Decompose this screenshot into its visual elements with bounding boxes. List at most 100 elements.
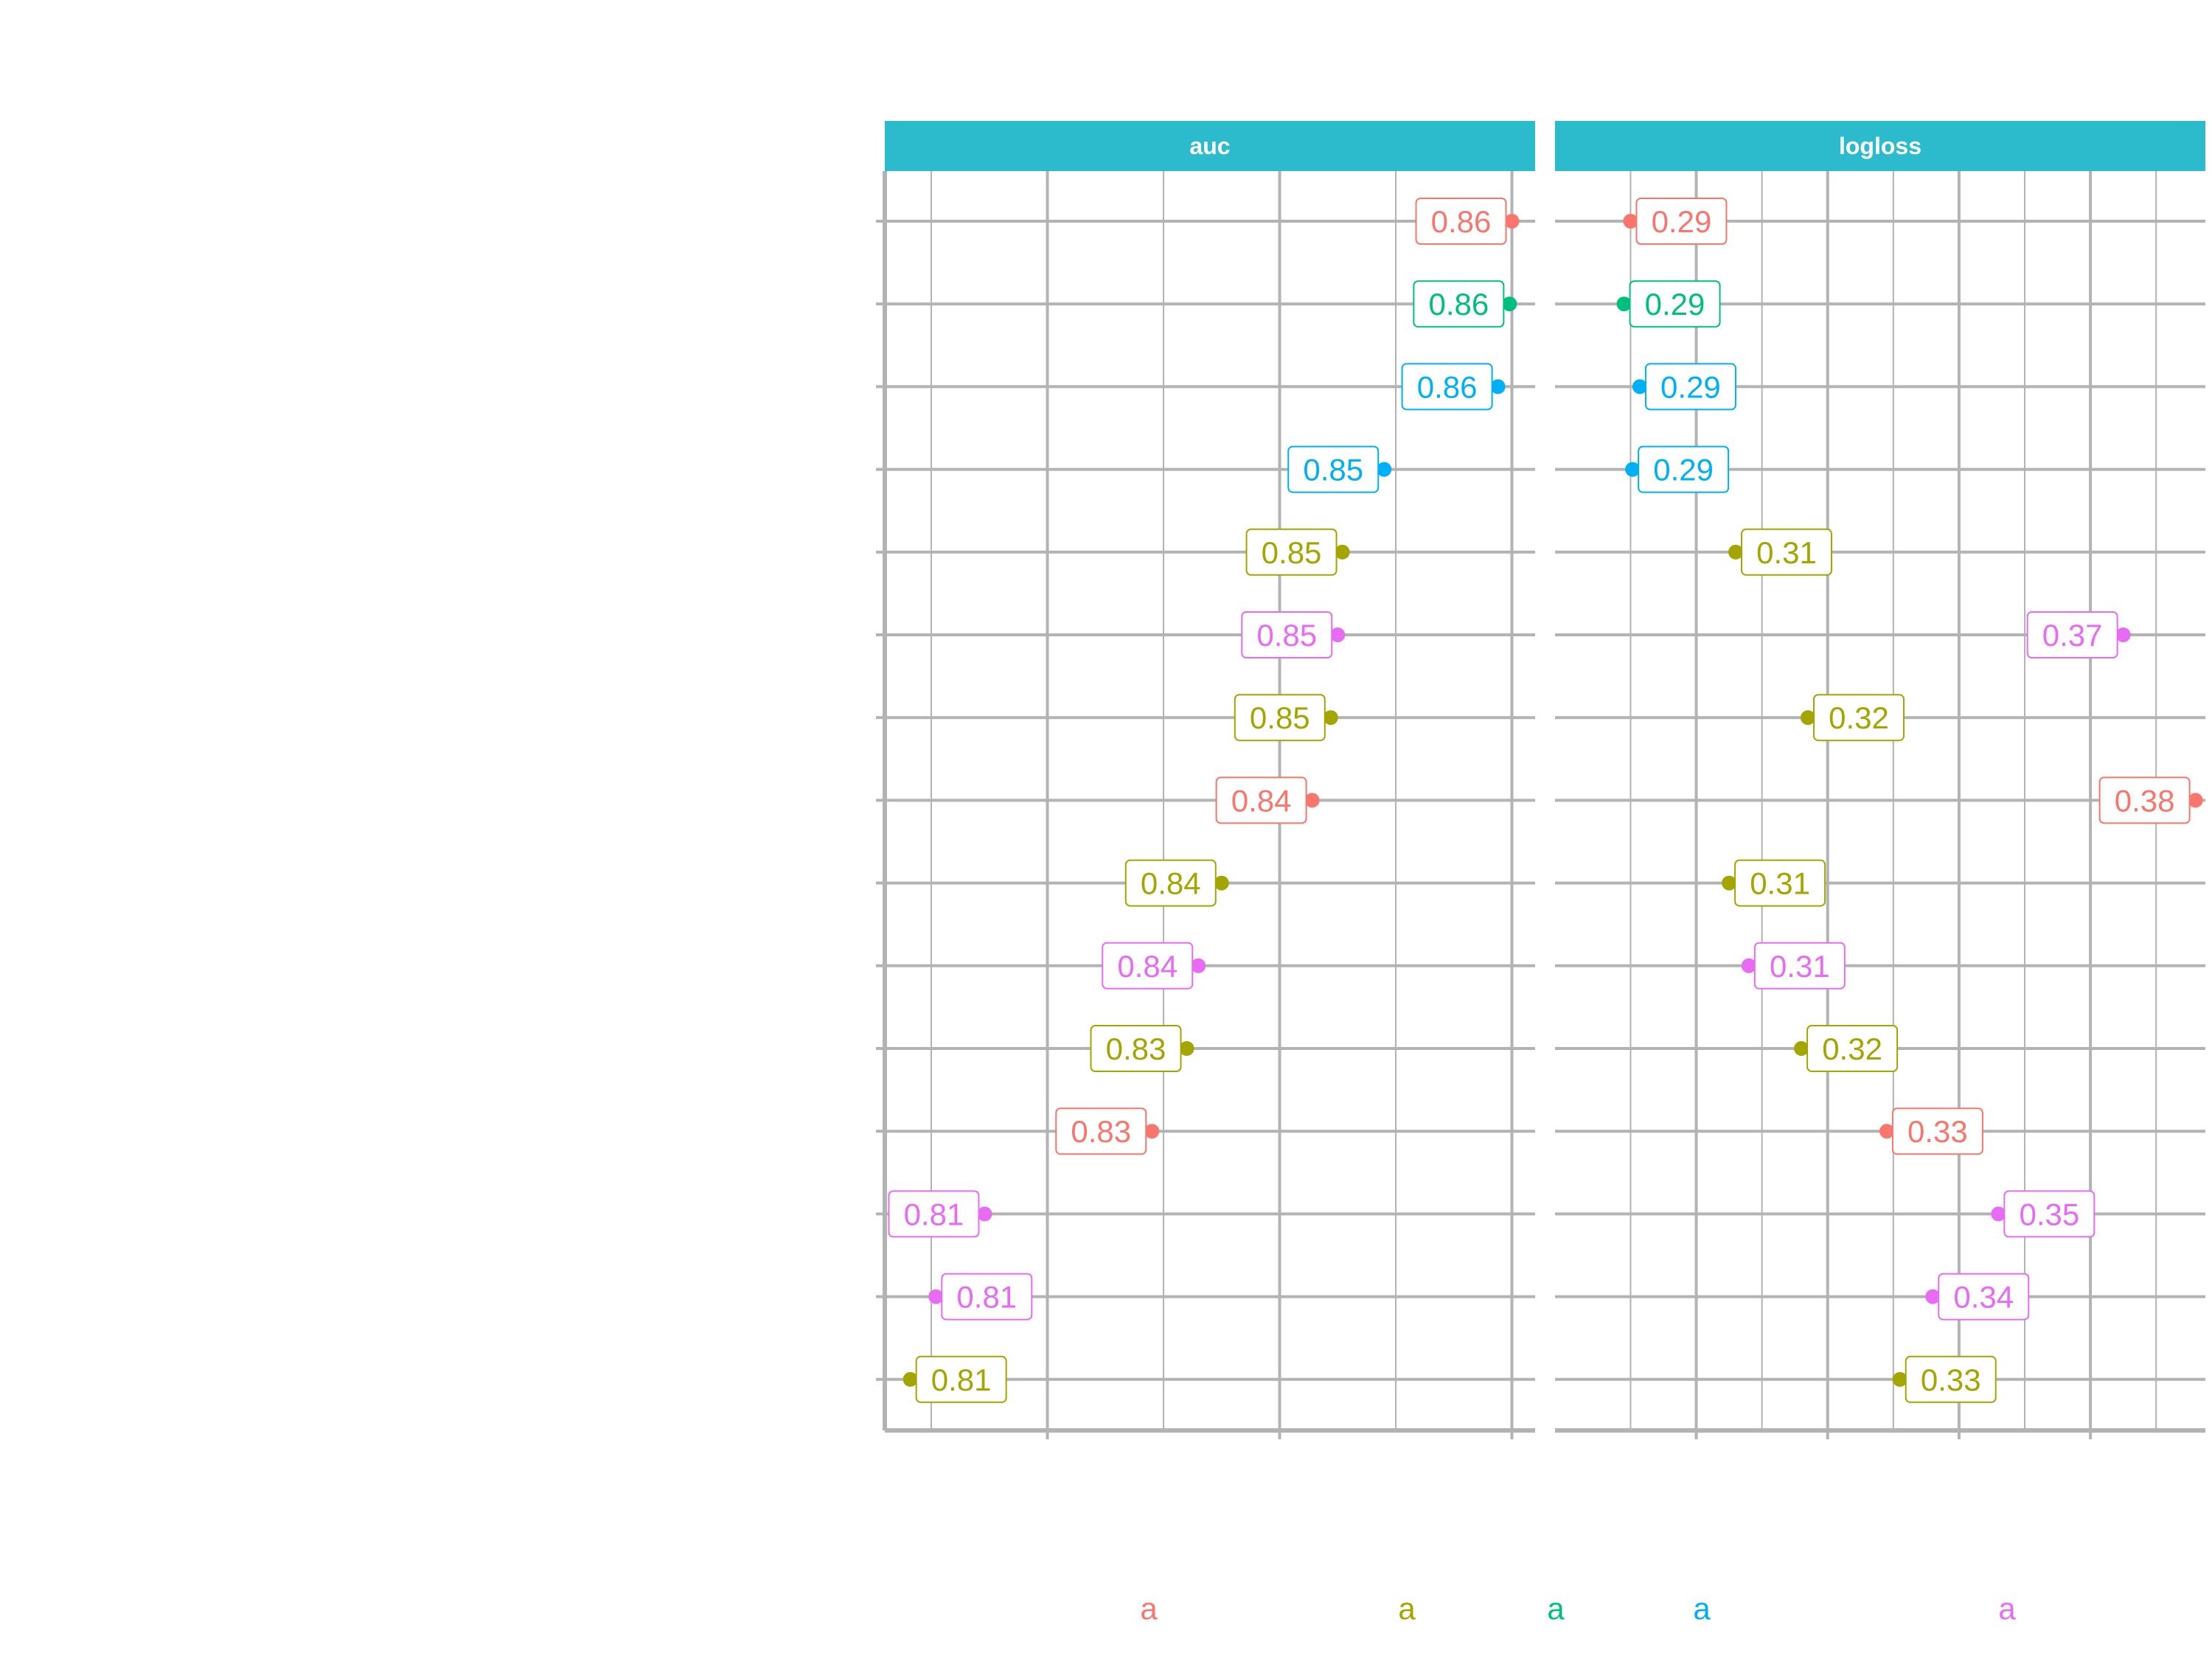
data-point [1632, 379, 1647, 394]
data-label: 0.86 [1431, 204, 1492, 239]
data-label-box [1806, 1025, 1899, 1072]
data-point [1504, 214, 1520, 229]
data-label-box [1753, 942, 1846, 990]
data-point [1741, 958, 1756, 973]
data-point [977, 1206, 992, 1222]
data-point [2115, 627, 2131, 642]
data-point [1502, 296, 1517, 312]
data-point [1330, 627, 1346, 642]
data-point [1991, 1206, 2006, 1222]
strip-label-auc: auc [1189, 133, 1230, 159]
data-label: 0.34 [1953, 1280, 2014, 1315]
data-label-box [1638, 445, 1730, 493]
data-point [1616, 296, 1632, 312]
data-label-box [2026, 611, 2118, 658]
data-point [1623, 214, 1638, 229]
data-label-box [1905, 1355, 1997, 1403]
data-label-box [1055, 1107, 1147, 1155]
data-label-box [1938, 1273, 2030, 1321]
data-label: 0.33 [1907, 1114, 1968, 1149]
data-label-box [1891, 1107, 1983, 1155]
data-point [1794, 1041, 1809, 1056]
data-point [1722, 875, 1737, 891]
data-label-box [1644, 363, 1736, 411]
data-point [1892, 1371, 1907, 1387]
data-label: 0.31 [1750, 866, 1810, 901]
data-point [1728, 544, 1743, 560]
data-label-box [1401, 363, 1493, 411]
strip-auc [885, 121, 1535, 171]
strip-label-logloss: logloss [1839, 133, 1921, 159]
data-point [2188, 793, 2203, 808]
data-label: 0.85 [1262, 535, 1322, 570]
data-label-box [1629, 280, 1721, 328]
data-label: 0.29 [1652, 204, 1712, 239]
data-label: 0.81 [904, 1197, 964, 1231]
data-label-box [1413, 280, 1505, 328]
data-point [928, 1289, 944, 1304]
data-label: 0.83 [1106, 1032, 1166, 1066]
data-label-box [1287, 445, 1380, 493]
data-label-box [1215, 776, 1307, 824]
data-point [1323, 710, 1338, 726]
data-label: 0.86 [1428, 287, 1489, 321]
strip-logloss [1555, 121, 2205, 171]
data-point [1191, 958, 1206, 973]
data-point [1335, 544, 1350, 560]
data-label: 0.37 [2042, 618, 2103, 653]
data-label: 0.85 [1303, 453, 1363, 487]
data-label: 0.32 [1822, 1032, 1882, 1066]
data-label: 0.29 [1653, 453, 1714, 487]
data-label: 0.31 [1770, 949, 1830, 984]
data-label: 0.84 [1141, 866, 1201, 901]
data-label-box [1245, 528, 1338, 576]
data-label-box [1741, 528, 1832, 576]
data-label: 0.35 [2019, 1197, 2079, 1231]
data-label: 0.29 [1645, 287, 1705, 321]
data-label-box [941, 1273, 1033, 1321]
panel-auc: auc 0.86 0.86 0.86 0.85 0.85 0.85 0.85 0.84 0.84 0… [876, 121, 1535, 1439]
data-label: 0.81 [956, 1280, 1017, 1315]
data-point [1377, 462, 1392, 477]
data-label-box [888, 1190, 980, 1238]
data-label-box [1124, 859, 1217, 907]
data-point [1625, 462, 1641, 477]
data-label-box [1635, 198, 1728, 245]
data-label: 0.84 [1117, 949, 1178, 984]
data-label: 0.85 [1256, 618, 1317, 653]
data-label-box [1813, 694, 1905, 742]
data-label-box [1102, 942, 1194, 990]
data-point [1144, 1124, 1160, 1139]
data-point [1879, 1124, 1894, 1139]
data-label: 0.38 [2115, 783, 2175, 818]
data-point [1801, 710, 1815, 726]
data-label-box [1734, 859, 1826, 907]
data-label: 0.33 [1921, 1363, 1981, 1397]
legend-key: a [1140, 1591, 1158, 1626]
data-label: 0.31 [1756, 535, 1817, 570]
legend-key: a [1693, 1591, 1711, 1626]
data-label: 0.86 [1417, 369, 1478, 404]
data-point [1490, 379, 1506, 394]
data-label-box [1090, 1025, 1182, 1072]
legend-key: a [1398, 1591, 1416, 1626]
data-point [1925, 1289, 1941, 1304]
data-label-box [2003, 1190, 2096, 1238]
data-label-box [1241, 611, 1333, 658]
data-label: 0.84 [1231, 783, 1292, 818]
data-label-box [2098, 776, 2191, 824]
data-label: 0.85 [1250, 700, 1310, 735]
data-point [1179, 1041, 1194, 1056]
data-point [1214, 875, 1229, 891]
data-label: 0.83 [1071, 1114, 1131, 1149]
legend-key: a [1998, 1591, 2016, 1626]
legend-key: a [1547, 1591, 1565, 1626]
data-label: 0.32 [1829, 700, 1889, 735]
data-label: 0.81 [931, 1363, 992, 1397]
panel-logloss: logloss 0.29 0.29 0.29 0.29 0.31 0.37 0.32 0.38 0… [1555, 121, 2205, 1439]
data-label-box [1415, 198, 1507, 245]
data-point [902, 1371, 918, 1387]
data-label: 0.29 [1660, 369, 1721, 404]
